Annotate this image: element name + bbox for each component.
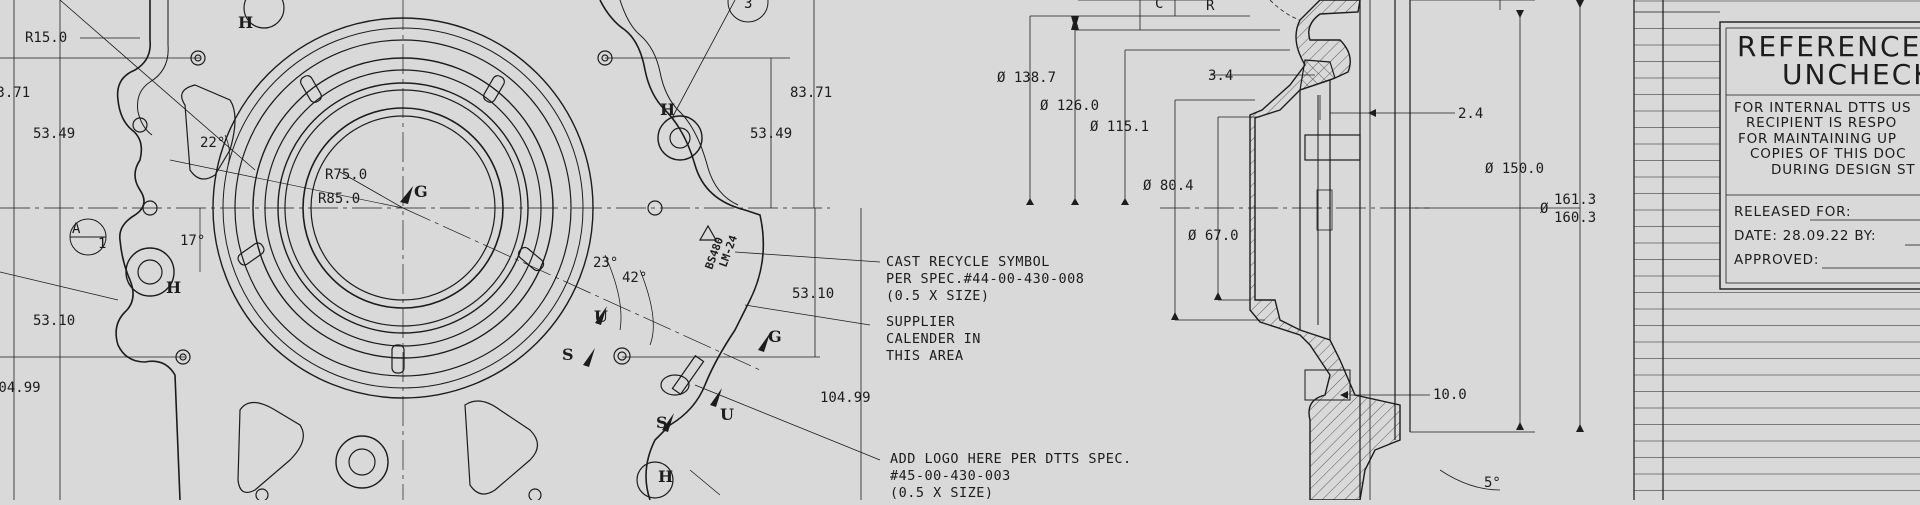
section-view [1029, 0, 1581, 501]
view-arrows [400, 186, 770, 432]
title-line-2: UNCHECKE [1782, 58, 1920, 91]
dim-left-104: 104.99 [0, 380, 41, 396]
date-label: DATE: 28.09.22 BY: [1734, 228, 1876, 244]
diameter-label-115: Ø 115.1 [1090, 119, 1149, 135]
disclaimer-line-4: COPIES OF THIS DOC [1750, 146, 1906, 162]
note-cast-recycle-line3: (0.5 X SIZE) [886, 288, 990, 304]
note-supplier-line2: CALENDER IN [886, 331, 981, 347]
dim-right-53a: 53.49 [750, 126, 792, 142]
diameter-tol-upper: 161.3 [1554, 192, 1596, 208]
balloon-number: 3 [744, 0, 752, 12]
diameter-symbol-tol: Ø [1540, 201, 1549, 217]
part-view-labels: R15.0 R75.0 R85.0 22° 17° 23° 42° 83.71 … [0, 0, 871, 486]
dim-right-104: 104.99 [820, 390, 871, 406]
title-block [1633, 0, 1920, 500]
hole-label-h4: H [658, 467, 673, 486]
datum-symbol [69, 0, 769, 256]
diameter-label-150: Ø 150.0 [1485, 161, 1544, 177]
radius-label-r75: R75.0 [325, 167, 367, 183]
dim-right-53b: 53.10 [792, 286, 834, 302]
view-label-g1: G [414, 182, 428, 201]
datum-number: 1 [98, 236, 106, 252]
angle-label-23: 23° [593, 255, 618, 271]
note-logo-line1: ADD LOGO HERE PER DTTS SPEC. [890, 451, 1132, 467]
hole-label-h1: H [238, 13, 253, 32]
section-label-r: R [1206, 0, 1215, 14]
angle-label-22: 22° [200, 135, 225, 151]
note-supplier-line1: SUPPLIER [886, 314, 955, 330]
note-cast-recycle-line1: CAST RECYCLE SYMBOL [886, 254, 1050, 270]
released-for-label: RELEASED FOR: [1734, 204, 1851, 220]
note-cast-recycle-line2: PER SPEC.#44-00-430-008 [886, 271, 1084, 287]
hole-label-h3: H [660, 100, 675, 119]
diameter-label-67: Ø 67.0 [1188, 228, 1239, 244]
disclaimer-line-2: RECIPIENT IS RESPO [1746, 115, 1897, 131]
dim-right-83: 83.71 [790, 85, 832, 101]
title-line-1: REFERENCE C [1737, 30, 1920, 63]
view-label-s1: S [562, 345, 574, 364]
title-block-rows [1634, 11, 1920, 491]
hole-label-h2: H [166, 278, 181, 297]
approved-label: APPROVED: [1734, 252, 1819, 268]
dim-label-10: 10.0 [1433, 387, 1467, 403]
dim-left-53b: 53.10 [33, 313, 75, 329]
disclaimer-line-3: FOR MAINTAINING UP [1738, 131, 1897, 147]
title-block-text: REFERENCE C UNCHECKE FOR INTERNAL DTTS U… [1734, 30, 1920, 268]
dim-left-83: 83.71 [0, 85, 30, 101]
dim-label-5deg: 5° [1484, 475, 1501, 491]
section-view-labels: Ø 138.7 Ø 126.0 Ø 115.1 Ø 80.4 Ø 67.0 Ø … [997, 0, 1596, 491]
dim-left-53a: 53.49 [33, 126, 75, 142]
view-label-u2: U [720, 405, 734, 424]
diameter-label-80: Ø 80.4 [1143, 178, 1194, 194]
diameter-label-126: Ø 126.0 [1040, 98, 1099, 114]
diameter-tol-lower: 160.3 [1554, 210, 1596, 226]
note-logo-line3: (0.5 X SIZE) [890, 485, 994, 500]
section-arrows [1026, 0, 1584, 432]
dim-label-3-4: 3.4 [1208, 68, 1233, 84]
radius-label-r15: R15.0 [25, 30, 67, 46]
part-outline [115, 0, 765, 501]
view-label-u1: U [594, 307, 608, 326]
note-logo-line2: #45-00-430-003 [890, 468, 1011, 484]
part-view [0, 0, 881, 502]
disclaimer-line-5: DURING DESIGN ST [1771, 162, 1915, 178]
section-label-c: C [1155, 0, 1163, 12]
dim-label-2-4: 2.4 [1458, 106, 1483, 122]
drawing-notes: CAST RECYCLE SYMBOL PER SPEC.#44-00-430-… [886, 254, 1132, 501]
angle-label-17: 17° [180, 233, 205, 249]
view-label-g2: G [768, 327, 782, 346]
diameter-label-138: Ø 138.7 [997, 70, 1056, 86]
view-label-s2: S [656, 413, 668, 432]
note-supplier-line3: THIS AREA [886, 348, 964, 364]
datum-letter: A [72, 221, 81, 237]
angle-label-42: 42° [622, 270, 647, 286]
disclaimer-line-1: FOR INTERNAL DTTS US [1734, 100, 1911, 116]
radius-label-r85: R85.0 [318, 191, 360, 207]
